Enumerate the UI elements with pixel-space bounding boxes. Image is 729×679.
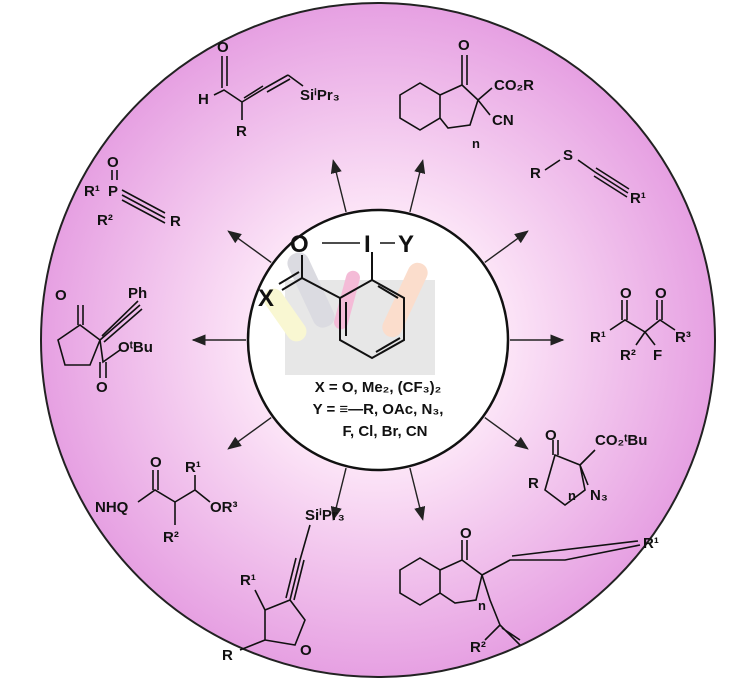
product-alkynyl-indanone: O R¹ n R² [399, 525, 659, 656]
reaction-arrow [484, 230, 529, 263]
y-definition-2: F, Cl, Br, CN [342, 423, 427, 440]
substituent-label: R [528, 475, 539, 492]
x-definition: X = O, Me₂, (CF₃)₂ [315, 379, 442, 396]
atom-label: F [653, 347, 662, 364]
atom-label: P [108, 183, 118, 200]
x-label: X [258, 285, 274, 312]
reaction-arrow [227, 230, 272, 263]
y-label: Y [398, 231, 414, 258]
reaction-arrow [330, 159, 347, 213]
product-amide: NHQ O R¹ OR³ R² [95, 454, 238, 546]
y-definition-1: Y = ≡—R, OAc, N₃, [313, 401, 444, 418]
substituent-label: OᵗBu [118, 339, 153, 356]
substituent-label: OR³ [210, 499, 238, 516]
atom-label: O [655, 285, 667, 302]
reaction-arrow [409, 467, 426, 521]
atom-label: O [300, 642, 312, 659]
substituent-label: R [222, 647, 233, 664]
atom-label: O [545, 427, 557, 444]
atom-label: O [217, 39, 229, 56]
substituent-label: R [236, 123, 247, 140]
reaction-arrow [484, 417, 529, 450]
substituent-label: R¹ [185, 459, 201, 476]
reaction-arrow [330, 467, 347, 521]
substituent-label: CN [492, 112, 514, 129]
oxygen-label: O [290, 231, 309, 258]
product-thioalkyne: R S R¹ [530, 147, 646, 207]
substituent-label: N₃ [590, 487, 608, 504]
arrows [191, 159, 565, 521]
atom-label: O [458, 37, 470, 54]
atom-label: O [460, 525, 472, 542]
substituent-label: R¹ [240, 572, 256, 589]
inner-circle [246, 208, 510, 472]
substituent-label: R¹ [630, 190, 646, 207]
substituent-label: R² [620, 347, 636, 364]
reaction-arrow [227, 417, 272, 450]
product-furan: SiⁱPr₃ R¹ R O [222, 507, 345, 664]
substituent-label: R¹ [643, 535, 659, 552]
substituent-label: SiⁱPr₃ [305, 507, 345, 524]
iodine-label: I [364, 231, 371, 258]
atom-label: O [150, 454, 162, 471]
hypervalent-iodine-reagent: O I Y X X = O, Me₂, (CF₃)₂ Y = ≡—R, OAc,… [258, 231, 443, 440]
substituent-label: R² [97, 212, 113, 229]
substituent-label: R [170, 213, 181, 230]
substituent-label: NHQ [95, 499, 129, 516]
atom-label: O [55, 287, 67, 304]
substituent-label: R¹ [590, 329, 606, 346]
product-alkynyl-ketoester: O Ph OᵗBu O [55, 285, 153, 396]
substituent-label: R² [163, 529, 179, 546]
substituent-label: R² [470, 639, 486, 656]
atom-label: O [107, 154, 119, 171]
product-fluoro-diketone: O O R¹ R³ R² F [590, 285, 691, 364]
substituent-label: R³ [675, 329, 691, 346]
product-cyano-indanone: O CO₂R CN n [399, 37, 534, 151]
product-alkynyl-phosphine-oxide: O P R¹ R² R [84, 154, 181, 230]
atom-label: O [96, 379, 108, 396]
substituent-label: CO₂R [494, 77, 534, 94]
atom-label: H [198, 91, 209, 108]
ring-size-label: n [472, 136, 480, 151]
product-allenal: O H R SiⁱPr₃ [198, 39, 340, 140]
atom-label: S [563, 147, 573, 164]
substituent-label: Ph [128, 285, 147, 302]
atom-label: O [620, 285, 632, 302]
ring-size-label: n [568, 488, 576, 503]
reaction-arrow [409, 159, 426, 213]
substituent-label: CO₂ᵗBu [595, 432, 647, 449]
substituent-label: SiⁱPr₃ [300, 87, 340, 104]
product-azido-ketoester: O CO₂ᵗBu R n N₃ [528, 427, 647, 506]
substituent-label: R [530, 165, 541, 182]
ring-size-label: n [478, 598, 486, 613]
substituent-label: R¹ [84, 183, 100, 200]
